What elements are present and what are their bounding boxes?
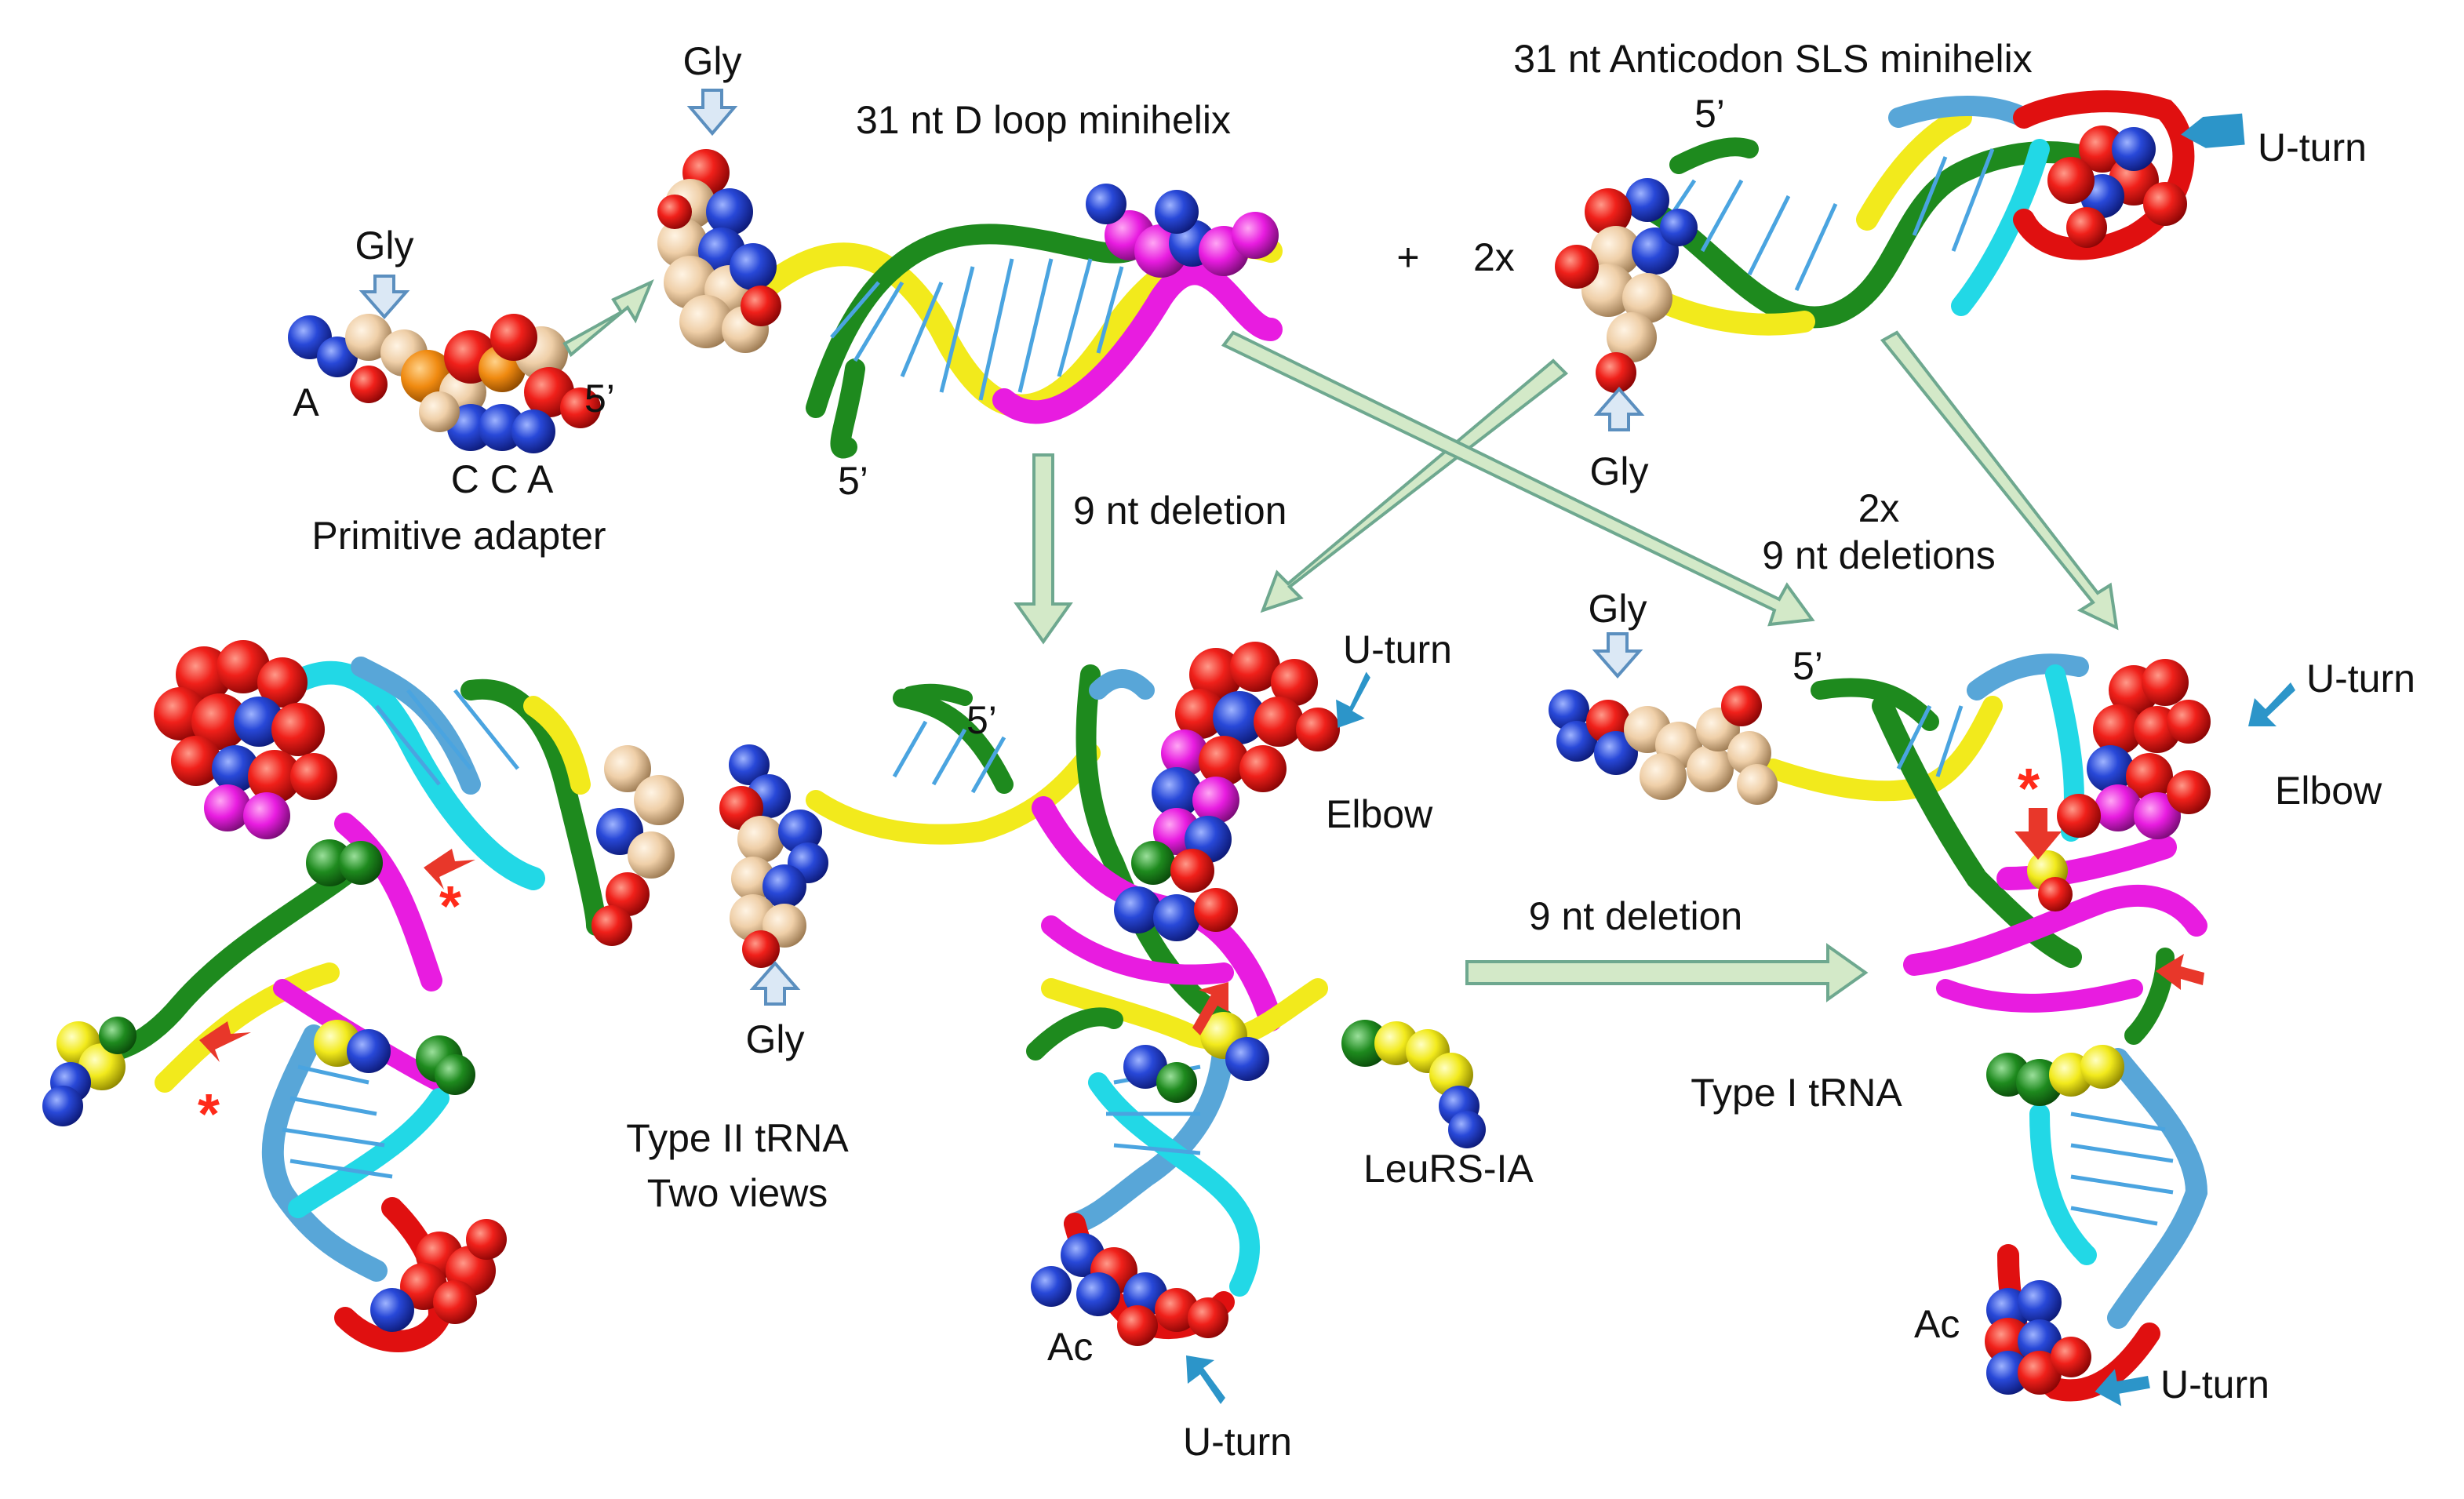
type-i-trna-label: Type I tRNA [1691, 1071, 1902, 1115]
gly-arrow-anticodon [1593, 386, 1645, 431]
asterisk-type2-view1-upper: * [439, 875, 461, 938]
d-loop-minihelix-molecule [657, 149, 1283, 459]
red-arrow-type2-view2 [1192, 982, 1228, 1035]
u-turn-label-type2-bottom: U-turn [1183, 1420, 1292, 1464]
gly-label-type2: Gly [746, 1017, 805, 1061]
ac-label-type1: Ac [1914, 1302, 1960, 1346]
flow-arrow-anticodon-to-type1 [1880, 330, 2119, 631]
u-turn-label-type1-top: U-turn [2306, 657, 2415, 700]
u-turn-label-type2-top: U-turn [1343, 628, 1452, 671]
type-ii-trna-view-1 [42, 640, 684, 1352]
two-views-label: Two views [647, 1171, 828, 1215]
red-arrow-type2-view1-lower [199, 1021, 251, 1062]
five-prime-label-type1: 5’ [1792, 644, 1823, 688]
flow-arrow-dloop-down [1014, 453, 1073, 645]
leurs-ia-label: LeuRS-IA [1363, 1147, 1534, 1191]
gly-arrow-adapter [358, 275, 410, 320]
red-arrow-type1-top [2015, 808, 2062, 860]
gly-label-anticodon: Gly [1590, 449, 1649, 493]
gly-arrow-dloop [686, 89, 738, 136]
gly-arrow-type2 [749, 960, 801, 1006]
gly-arrow-type1 [1592, 632, 1643, 679]
u-turn-label-top: U-turn [2258, 126, 2367, 169]
five-prime-label-anticodon: 5’ [1694, 92, 1725, 136]
plus-sign: + [1396, 235, 1419, 279]
five-prime-label-dloop: 5’ [838, 459, 868, 503]
u-turn-arrow-type2-top [1336, 671, 1370, 728]
anticodon-minihelix-molecule [1555, 90, 2195, 393]
u-turn-arrow-type2-bottom [1186, 1355, 1225, 1404]
primitive-adapter-label: Primitive adapter [311, 514, 606, 558]
ac-label-type2: Ac [1047, 1325, 1093, 1369]
five-prime-label-adapter: 5’ [584, 377, 615, 420]
nine-nt-deletion-label-bottom: 9 nt deletion [1529, 894, 1742, 938]
elbow-label-type1: Elbow [2275, 769, 2382, 813]
u-turn-arrow-type1-top [2248, 682, 2295, 726]
type-ii-trna-label: Type II tRNA [626, 1116, 849, 1160]
flow-arrow-adapter-to-dloop [562, 279, 654, 358]
gly-label-type1: Gly [1589, 587, 1647, 631]
cca-label: C C A [451, 457, 554, 501]
u-turn-arrow-top [2181, 113, 2245, 148]
gly-label-dloop: Gly [683, 39, 742, 83]
asterisk-type1: * [2018, 758, 2040, 820]
type-i-trna-molecule [1549, 653, 2211, 1402]
primitive-adapter-molecule [288, 314, 601, 453]
flow-arrow-type2-to-type1 [1465, 943, 1869, 1002]
u-turn-label-type1-bottom: U-turn [2160, 1363, 2269, 1406]
two-x-label-deletions: 2x [1858, 486, 1900, 530]
gly-label-adapter: Gly [355, 224, 414, 267]
flow-arrow-dloop-to-type1 [1221, 330, 1815, 627]
flow-arrow-anticodon-to-type2 [1260, 358, 1569, 613]
a-label: A [293, 380, 319, 424]
two-x-label-top: 2x [1473, 235, 1515, 279]
anticodon-minihelix-title: 31 nt Anticodon SLS minihelix [1513, 37, 2033, 81]
red-arrow-type2-view1-upper [424, 849, 475, 890]
red-arrow-type1-side [2156, 954, 2204, 990]
nine-nt-deletions-label: 9 nt deletions [1762, 533, 1995, 577]
elbow-label-type2: Elbow [1326, 792, 1433, 836]
nine-nt-deletion-label-top: 9 nt deletion [1073, 489, 1287, 533]
type-ii-trna-view-2 [719, 642, 1486, 1346]
asterisk-type2-view1-lower: * [198, 1083, 220, 1146]
d-loop-minihelix-title: 31 nt D loop minihelix [856, 98, 1231, 142]
five-prime-label-type2: 5’ [966, 698, 997, 742]
u-turn-arrow-type1-bottom [2095, 1369, 2150, 1406]
